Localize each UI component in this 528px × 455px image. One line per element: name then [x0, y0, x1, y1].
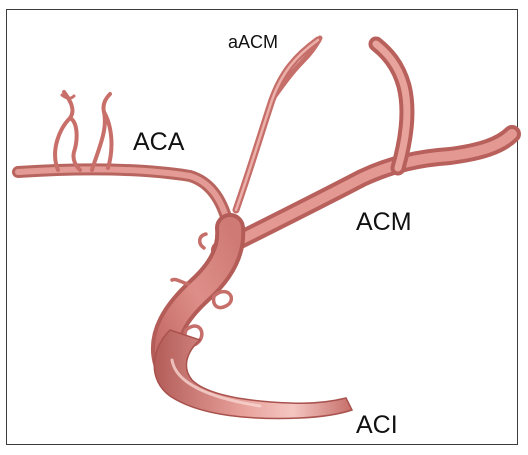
aacm-label: aACM	[228, 33, 278, 51]
acm-label: ACM	[356, 210, 412, 235]
aacm-branch	[236, 38, 320, 210]
aca-branch	[18, 92, 228, 224]
aca-label: ACA	[133, 130, 184, 155]
aci-label: ACI	[356, 413, 398, 438]
aci-siphon	[154, 330, 352, 418]
